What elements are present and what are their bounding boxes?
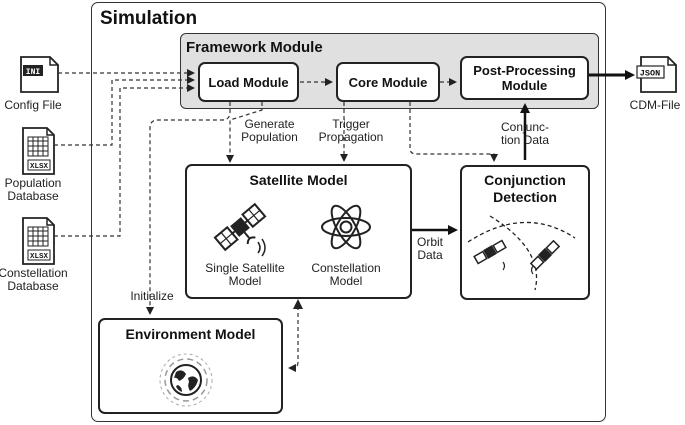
generate-population-label: Generate Population	[232, 118, 307, 144]
conjunction-detection-box	[460, 165, 590, 300]
initialize-arrow	[146, 102, 231, 315]
cdm-file-label: CDM-File	[629, 98, 681, 112]
orbit-line2: Data	[417, 248, 443, 262]
single-satellite-label: Single Satellite Model	[190, 262, 300, 288]
constellation-line2: Database	[7, 279, 59, 293]
core-to-conjunction-arrow	[409, 102, 498, 162]
satellite-environment-arrow	[288, 299, 303, 372]
trigger-line1: Trigger	[332, 117, 370, 131]
conjunction-detection-title: Conjunction Detection	[460, 172, 590, 206]
post-processing-label-1: Post-Processing	[473, 63, 576, 78]
post-processing-label-2: Module	[501, 78, 548, 93]
orbit-data-label: Orbit Data	[412, 236, 448, 262]
single-satellite-line1: Single Satellite	[205, 261, 285, 275]
constellation-model-label: Constellation Model	[296, 262, 396, 288]
population-line1: Population	[4, 176, 62, 190]
signal-waves	[257, 238, 266, 257]
trigger-propagation-label: Trigger Propagation	[310, 118, 392, 144]
load-module-label: Load Module	[208, 74, 289, 90]
json-file-icon: JSON	[636, 56, 677, 93]
trigger-line2: Propagation	[318, 130, 384, 144]
config-file-icon: INI	[20, 56, 59, 93]
core-module: Core Module	[336, 62, 440, 102]
core-module-label: Core Module	[348, 74, 428, 90]
json-badge: JSON	[640, 69, 660, 79]
population-spreadsheet-icon: XLSX	[22, 127, 55, 175]
atom-icon	[321, 204, 371, 250]
conjunction-detection-icon	[467, 215, 576, 291]
simulation-title: Simulation	[100, 8, 198, 29]
population-database-label: Population Database	[0, 177, 66, 203]
post-processing-module: Post-Processing Module	[460, 56, 589, 100]
globe-icon	[159, 353, 213, 407]
constellation-badge: XLSX	[30, 253, 49, 261]
config-file-label: Config File	[4, 98, 62, 112]
orbit-line1: Orbit	[416, 235, 443, 249]
generate-line2: Population	[241, 130, 298, 144]
single-satellite-line2: Model	[228, 274, 262, 288]
constellation-model-line1: Constellation	[311, 261, 381, 275]
config-badge: INI	[26, 68, 41, 77]
constellation-to-load-arrow	[54, 84, 195, 237]
constellation-model-line2: Model	[329, 274, 363, 288]
population-line2: Database	[7, 189, 59, 203]
constellation-line1: Constellation	[0, 266, 68, 280]
conjunction-title-line2: Detection	[493, 189, 557, 205]
population-badge: XLSX	[30, 163, 49, 171]
constellation-database-label: Constellation Database	[0, 267, 70, 293]
initialize-label: Initialize	[130, 289, 174, 303]
load-module: Load Module	[198, 62, 299, 102]
conjunction-title-line1: Conjunction	[484, 172, 566, 188]
generate-population-arrow	[226, 102, 263, 163]
population-to-load-arrow	[54, 76, 195, 146]
environment-model-title: Environment Model	[125, 326, 256, 342]
satellite-model-title: Satellite Model	[249, 172, 348, 188]
generate-line1: Generate	[244, 117, 295, 131]
satellite-icon	[213, 202, 267, 252]
framework-module-title: Framework Module	[186, 39, 323, 56]
constellation-spreadsheet-icon: XLSX	[22, 217, 55, 265]
